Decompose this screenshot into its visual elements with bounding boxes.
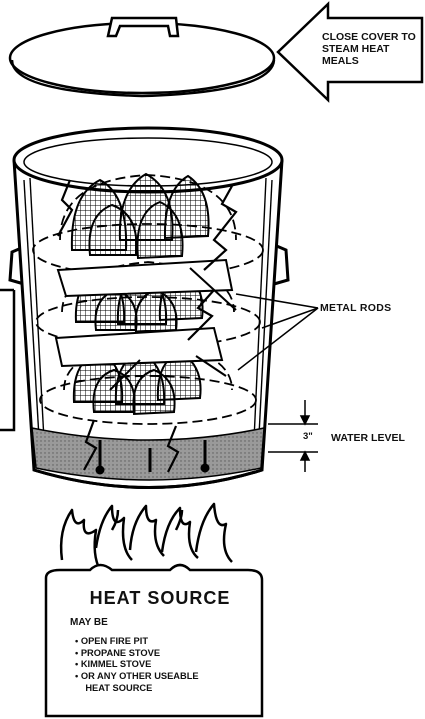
steamer-can xyxy=(0,128,288,488)
water-level-label: WATER LEVEL xyxy=(331,432,405,444)
heat-source-title: HEAT SOURCE xyxy=(70,588,250,609)
heat-source-option: PROPANE STOVE xyxy=(75,648,199,659)
heat-source-option: HEAT SOURCE xyxy=(75,683,199,694)
heat-source-option: KIMMEL STOVE xyxy=(75,659,199,670)
flames-icon xyxy=(61,504,232,570)
metal-rods-label: METAL RODS xyxy=(320,302,391,314)
close-cover-label: CLOSE COVER TO STEAM HEAT MEALS xyxy=(322,31,418,67)
heat-source-options: OPEN FIRE PIT PROPANE STOVE KIMMEL STOVE… xyxy=(75,636,199,694)
heat-source-option: OPEN FIRE PIT xyxy=(75,636,199,647)
heat-source-option: OR ANY OTHER USEABLE xyxy=(75,671,199,682)
water-depth-label: 3" xyxy=(303,432,313,443)
heat-source-subtitle: MAY BE xyxy=(70,617,108,629)
can-lid xyxy=(10,18,274,96)
